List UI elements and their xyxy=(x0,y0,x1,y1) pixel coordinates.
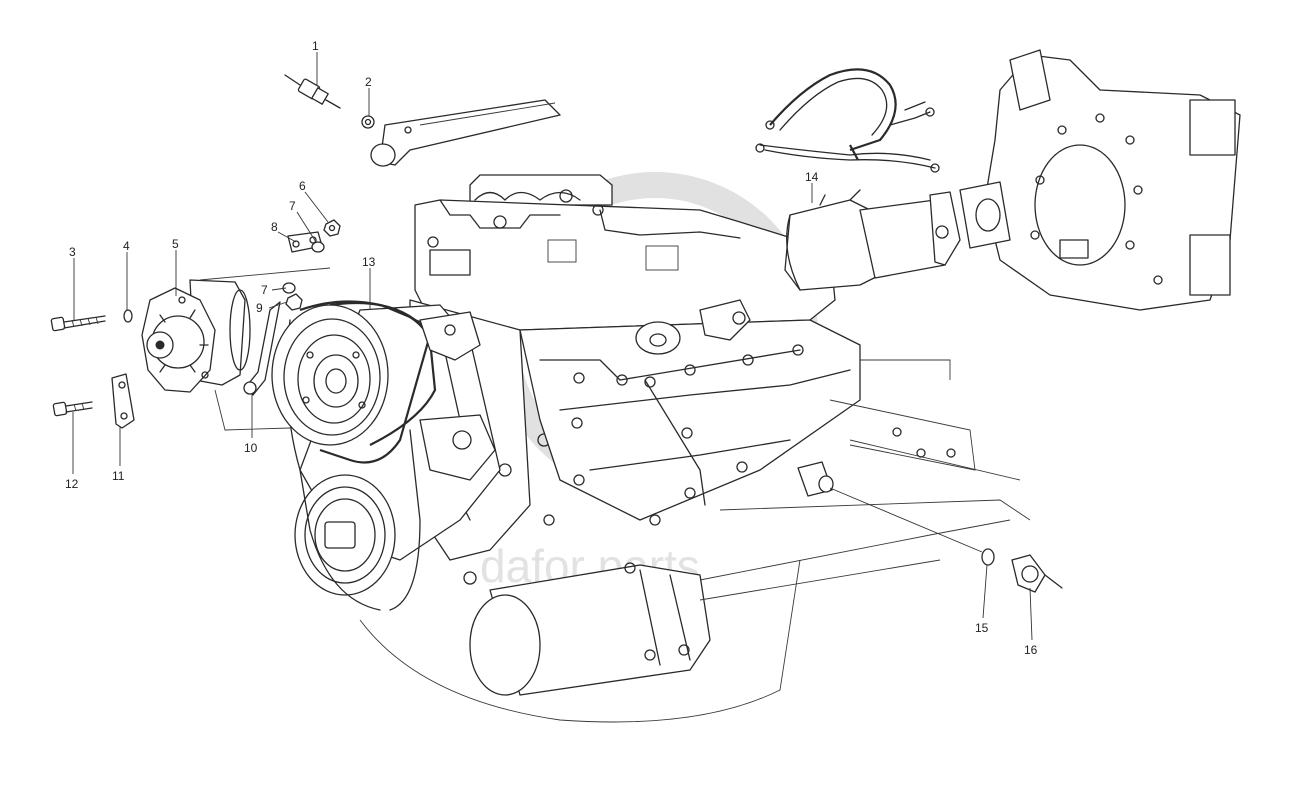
callout-labels: 1 2 3 4 5 6 7 7 8 9 10 11 12 13 14 15 16 xyxy=(65,39,1038,657)
sealing-washer xyxy=(981,548,995,566)
callout-7-upper: 7 xyxy=(289,199,296,213)
callout-3: 3 xyxy=(69,245,76,259)
callout-6: 6 xyxy=(299,179,306,193)
callout-12: 12 xyxy=(65,477,79,491)
nut-lower xyxy=(285,293,303,311)
callout-16: 16 xyxy=(1024,643,1038,657)
alternator xyxy=(141,267,331,431)
oil-pressure-sender xyxy=(1011,554,1063,593)
pulley-assembly xyxy=(271,300,501,611)
wiring-harness xyxy=(755,68,940,173)
callout-2: 2 xyxy=(365,75,372,89)
callout-11: 11 xyxy=(112,469,125,483)
adjusting-bracket xyxy=(111,373,135,429)
callout-4: 4 xyxy=(123,239,130,253)
temperature-sender xyxy=(284,74,341,109)
sealing-washer-top xyxy=(361,115,375,129)
washer-small xyxy=(123,309,133,323)
bolt-short xyxy=(52,401,93,417)
leader-lines xyxy=(72,52,1033,641)
callout-8: 8 xyxy=(271,220,278,234)
callout-14: 14 xyxy=(805,170,819,184)
starter-motor xyxy=(784,189,961,291)
oil-filter xyxy=(359,519,1011,723)
bolt-long xyxy=(50,315,106,332)
washer xyxy=(311,241,325,253)
callout-1: 1 xyxy=(312,39,319,53)
callout-15: 15 xyxy=(975,621,989,635)
nut xyxy=(323,219,341,237)
callout-5: 5 xyxy=(172,237,179,251)
callout-9: 9 xyxy=(256,301,263,315)
callout-13: 13 xyxy=(362,255,376,269)
callout-10: 10 xyxy=(244,441,258,455)
tension-link xyxy=(243,301,281,396)
callout-7-lower: 7 xyxy=(261,283,268,297)
oil-pressure-fitting xyxy=(797,461,834,497)
flywheel-housing xyxy=(959,49,1241,311)
